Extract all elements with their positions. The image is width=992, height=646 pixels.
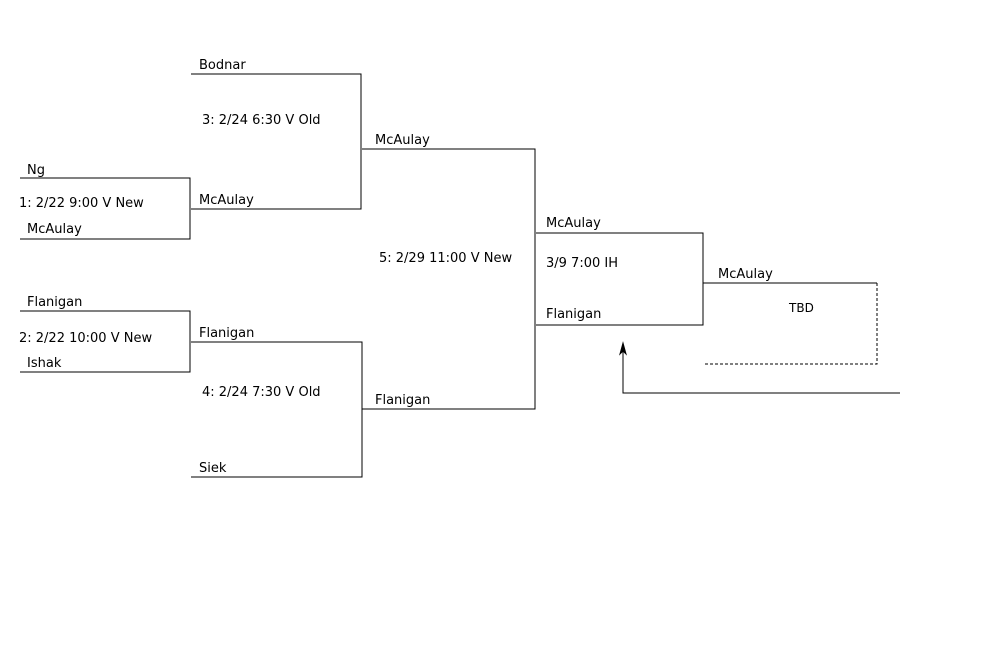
game2-info: 2: 2/22 10:00 V New xyxy=(19,331,153,346)
game2-bracket xyxy=(20,310,191,373)
game3-info: 3: 2/24 6:30 V Old xyxy=(202,113,321,128)
final-bracket xyxy=(536,232,704,326)
game5-bracket xyxy=(362,148,536,410)
game3-bracket xyxy=(191,73,362,210)
game2-bottom-team: Ishak xyxy=(27,356,62,371)
game2-top-team: Flanigan xyxy=(27,295,83,310)
game4-top-team: Flanigan xyxy=(199,326,255,341)
game5-info: 5: 2/29 11:00 V New xyxy=(379,251,513,266)
game4-bottom-team: Siek xyxy=(199,461,227,476)
game3-bottom-team: McAulay xyxy=(199,193,254,208)
final-winner: McAulay xyxy=(718,267,773,282)
game4-info: 4: 2/24 7:30 V Old xyxy=(202,385,321,400)
game4-bracket xyxy=(191,341,363,478)
game1-bracket xyxy=(20,177,191,240)
game1-top-team: Ng xyxy=(27,163,45,178)
game3-top-team: Bodnar xyxy=(199,58,246,73)
final-top-team: McAulay xyxy=(546,216,601,231)
if-necessary-game: TBD xyxy=(789,301,814,315)
if-necessary-dashed-bracket xyxy=(704,283,878,365)
game5-top-team: McAulay xyxy=(375,133,430,148)
game1-info: 1: 2/22 9:00 V New xyxy=(19,196,144,211)
final-bottom-team: Flanigan xyxy=(546,307,602,322)
loser-return-line xyxy=(622,350,900,394)
arrow-up-icon xyxy=(619,341,627,356)
final-info: 3/9 7:00 IH xyxy=(546,256,618,271)
game1-bottom-team: McAulay xyxy=(27,222,82,237)
game5-bottom-team: Flanigan xyxy=(375,393,431,408)
